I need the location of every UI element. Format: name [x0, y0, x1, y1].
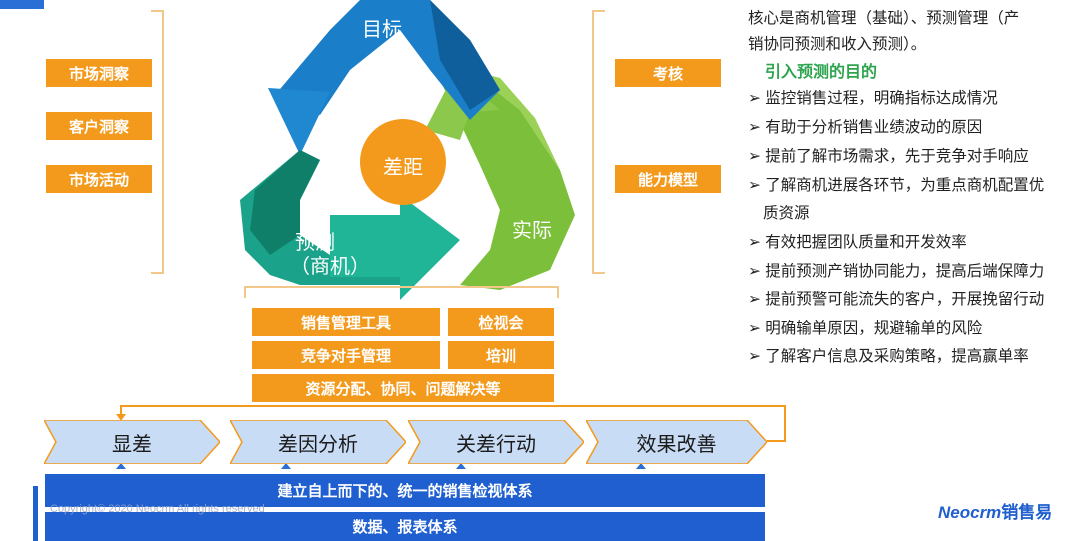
brand-logo: Neocrm销售易 — [938, 498, 1052, 523]
box-competitor-mgmt: 竞争对手管理 — [252, 341, 440, 369]
step-effect-improve: 效果改善 — [586, 420, 767, 464]
step-gap-cause-analysis: 差因分析 — [230, 420, 406, 464]
step-label: 关差行动 — [456, 433, 536, 456]
bullet-item: ➢ 提前预警可能流失的客户，开展挽留行动 — [748, 291, 1045, 308]
bullet-item: ➢ 了解商机进展各环节，为重点商机配置优 — [748, 177, 1045, 194]
brand-latin: Neocrm — [938, 503, 1002, 522]
bar-review-system: 建立自上而下的、统一的销售检视体系 — [45, 474, 765, 507]
bullet-item: ➢ 明确输单原因，规避输单的风险 — [748, 320, 983, 337]
bullet-item: ➢ 了解客户信息及采购策略，提高赢单率 — [748, 348, 1029, 365]
bullet-item: ➢ 提前了解市场需求，先于竞争对手响应 — [748, 148, 1029, 165]
bullet-item: ➢ 提前预测产销协同能力，提高后端保障力 — [748, 263, 1045, 280]
box-review-meeting: 检视会 — [448, 308, 554, 336]
label-forecast: 预测 — [295, 232, 335, 254]
label-target: 目标 — [362, 19, 402, 41]
label-gap: 差距 — [383, 157, 423, 179]
bullet-item: ➢ 有助于分析销售业绩波动的原因 — [748, 119, 983, 136]
purpose-heading: 引入预测的目的 — [765, 64, 878, 81]
brand-cn: 销售易 — [1001, 503, 1053, 522]
box-resources: 资源分配、协同、问题解决等 — [252, 374, 554, 402]
intro-line-2: 销协同预测和收入预测）。 — [748, 36, 927, 53]
label-actual: 实际 — [512, 220, 552, 242]
bullet-item-continued: 质资源 — [763, 205, 810, 222]
bottom-left-accent — [33, 486, 38, 541]
corner-tab — [0, 0, 44, 9]
box-training: 培训 — [448, 341, 554, 369]
bullet-item: ➢ 有效把握团队质量和开发效率 — [748, 234, 967, 251]
box-customer-insight: 客户洞察 — [46, 112, 152, 140]
left-bracket — [151, 10, 164, 274]
box-assessment: 考核 — [615, 59, 721, 87]
copyright-text: Copyright© 2020 Neocrm All rights reserv… — [50, 503, 265, 515]
cycle-diagram — [240, 0, 575, 300]
step-close-gap-action: 关差行动 — [408, 420, 584, 464]
gap-circle — [360, 119, 446, 205]
box-sales-tool: 销售管理工具 — [252, 308, 440, 336]
box-market-activity: 市场活动 — [46, 165, 152, 193]
box-capability-model: 能力模型 — [615, 165, 721, 193]
step-label: 显差 — [112, 433, 152, 456]
step-show-gap: 显差 — [44, 420, 220, 464]
cycle-arm-actual — [440, 70, 575, 290]
tools-bracket — [244, 286, 559, 298]
label-opportunity: （商机） — [290, 256, 370, 278]
bar-data-reports: 数据、报表体系 — [45, 512, 765, 541]
bullet-item: ➢ 监控销售过程，明确指标达成情况 — [748, 90, 998, 107]
step-label: 差因分析 — [278, 433, 358, 456]
intro-line-1: 核心是商机管理（基础）、预测管理（产 — [748, 10, 1020, 27]
right-bracket — [592, 10, 605, 274]
arrowhead-right-teal — [400, 195, 460, 300]
step-label: 效果改善 — [636, 433, 717, 456]
box-market-insight: 市场洞察 — [46, 59, 152, 87]
arrowhead-down-blue — [268, 88, 330, 155]
